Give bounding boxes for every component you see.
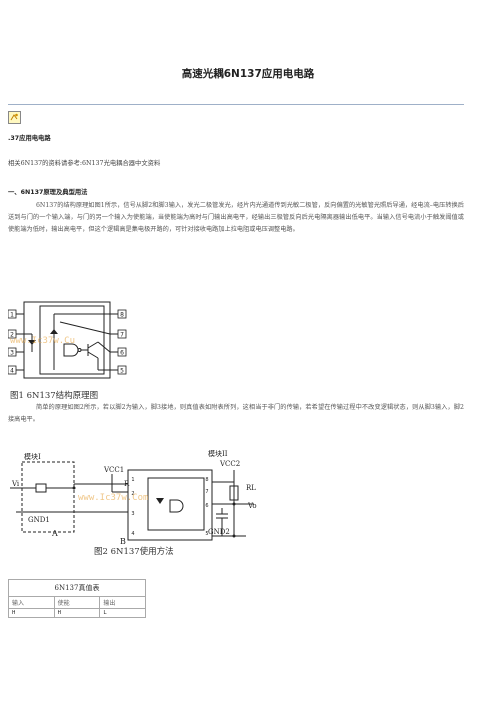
- fig1-pin-4: 4: [10, 368, 14, 375]
- fig2-pin-6: 6: [205, 503, 208, 509]
- fig2-pin-8: 8: [205, 477, 208, 483]
- fig2-vo-label: Vo: [247, 502, 257, 510]
- figure-1-structure-diagram: 1 2 3 4 8 7 6 5 www.Ic37w.Cu 图1 6N137结构原…: [8, 301, 127, 401]
- fig2-gnd1-label: GND1: [28, 516, 50, 524]
- truth-table-cell: L: [99, 608, 146, 618]
- truth-table-header-input: 输入: [8, 596, 55, 609]
- page-title: 高速光耦6N137应用电电路: [181, 68, 315, 80]
- fig2-pin-5: 5: [205, 531, 208, 537]
- figure-2-usage-diagram: 模块I 模块II VCC1 VCC2 R RL Vi Vo GND1 GND2 …: [10, 449, 257, 557]
- truth-table-cell: H: [8, 608, 55, 618]
- fig2-b-label: B: [120, 537, 126, 546]
- fig1-pin-5: 5: [120, 368, 124, 375]
- fig1-pin-7: 7: [120, 332, 124, 339]
- fig1-pin-8: 8: [120, 312, 124, 319]
- fig2-pin-4: 4: [131, 531, 134, 537]
- fig1-pin-6: 6: [120, 350, 124, 357]
- section-label: .37应用电电路: [8, 135, 51, 142]
- fig1-caption: 图1 6N137结构原理图: [10, 390, 98, 401]
- document-icon[interactable]: [8, 111, 21, 124]
- fig2-pin-1: 1: [131, 477, 134, 483]
- fig1-pin-3: 3: [10, 350, 14, 357]
- intro-text: 相关6N137的资料请参考:6N137光电耦合器中文资料: [8, 160, 161, 167]
- truth-table-header-enable: 使能: [53, 596, 101, 609]
- principle-paragraph: 6N137的结构原理如图1所示，信号从脚2和脚3输入，发光二极管发光，经片内光通…: [8, 202, 464, 233]
- truth-table-caption: 6N137真值表: [8, 579, 146, 597]
- truth-table: 6N137真值表 输入 使能 输出 H H L: [8, 579, 146, 618]
- fig2-vcc1-label: VCC1: [103, 466, 124, 474]
- fig2-module-1-label: 模块I: [24, 452, 41, 461]
- usage-paragraph: 简单的原理如图2所示，若以脚2为输入，脚3接地，则真值表如附表所列，这相当于非门…: [8, 404, 464, 423]
- fig2-pin-2: 2: [131, 491, 134, 497]
- fig1-pin-1: 1: [10, 312, 14, 319]
- title-divider: [8, 104, 464, 105]
- fig2-watermark: www.Ic37w.Com: [78, 493, 148, 503]
- fig2-vcc2-label: VCC2: [219, 460, 240, 468]
- section-heading: 一、6N137原理及典型用法: [8, 189, 88, 196]
- fig2-rl-label: RL: [246, 484, 256, 492]
- fig1-pin-2: 2: [10, 332, 14, 339]
- fig2-a-label: A: [51, 529, 58, 538]
- truth-table-header-output: 输出: [99, 596, 146, 609]
- fig2-pin-7: 7: [205, 489, 208, 495]
- fig2-pin-3: 3: [131, 511, 134, 517]
- fig2-caption: 图2 6N137使用方法: [94, 546, 174, 557]
- truth-table-cell: H: [53, 608, 101, 618]
- fig2-vi-label: Vi: [11, 480, 20, 488]
- fig2-gnd2-label: GND2: [208, 528, 230, 536]
- fig2-module-2-label: 模块II: [208, 449, 228, 458]
- table-row: H H L: [8, 608, 146, 618]
- fig1-watermark: www.Ic37w.Cu: [10, 336, 75, 346]
